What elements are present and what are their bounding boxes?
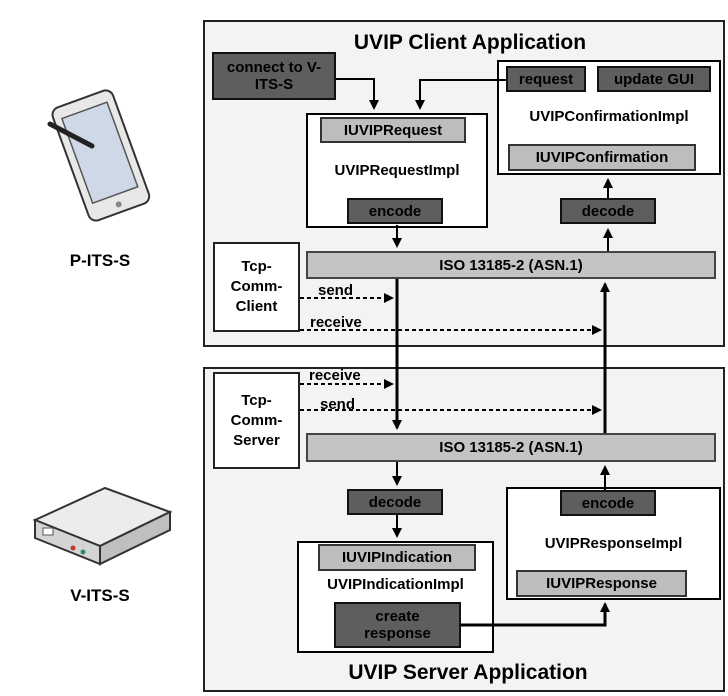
encode-block-server: encode [560,490,656,516]
tcp-comm-client: Tcp-Comm-Client [213,242,300,332]
decode-block-client: decode [560,198,656,224]
server-title: UVIP Server Application [348,661,588,684]
iuvipindication-interface: IUVIPIndication [318,544,476,571]
send-label-server: send [320,396,356,413]
server-box-icon [32,486,173,566]
request-block: request [506,66,586,92]
confirmation-impl-label: UVIPConfirmationImpl [529,108,689,125]
create-response-block: create response [334,602,461,648]
iuvipresponse-interface: IUVIPResponse [516,570,687,597]
iuviprequest-interface: IUVIPRequest [320,117,466,143]
iso-bar-client: ISO 13185-2 (ASN.1) [306,251,716,279]
iuvipconfirmation-interface: IUVIPConfirmation [508,144,696,171]
tablet-icon [47,89,151,222]
receive-label-client: receive [310,314,362,331]
receive-label-server: receive [309,367,361,384]
v-its-s-label: V-ITS-S [70,586,130,605]
tcp-comm-server: Tcp-Comm-Server [213,372,300,469]
decode-block-server: decode [347,489,443,515]
encode-block-client: encode [347,198,443,224]
p-its-s-label: P-ITS-S [69,251,131,270]
request-impl-label: UVIPRequestImpl [334,162,460,179]
send-label-client: send [318,282,354,299]
connect-button[interactable]: connect to V-ITS-S [212,52,336,100]
response-impl-label: UVIPResponseImpl [544,535,683,552]
iso-bar-server: ISO 13185-2 (ASN.1) [306,433,716,462]
update-gui-block: update GUI [597,66,711,92]
client-title: UVIP Client Application [353,31,587,54]
indication-impl-label: UVIPIndicationImpl [327,576,464,593]
